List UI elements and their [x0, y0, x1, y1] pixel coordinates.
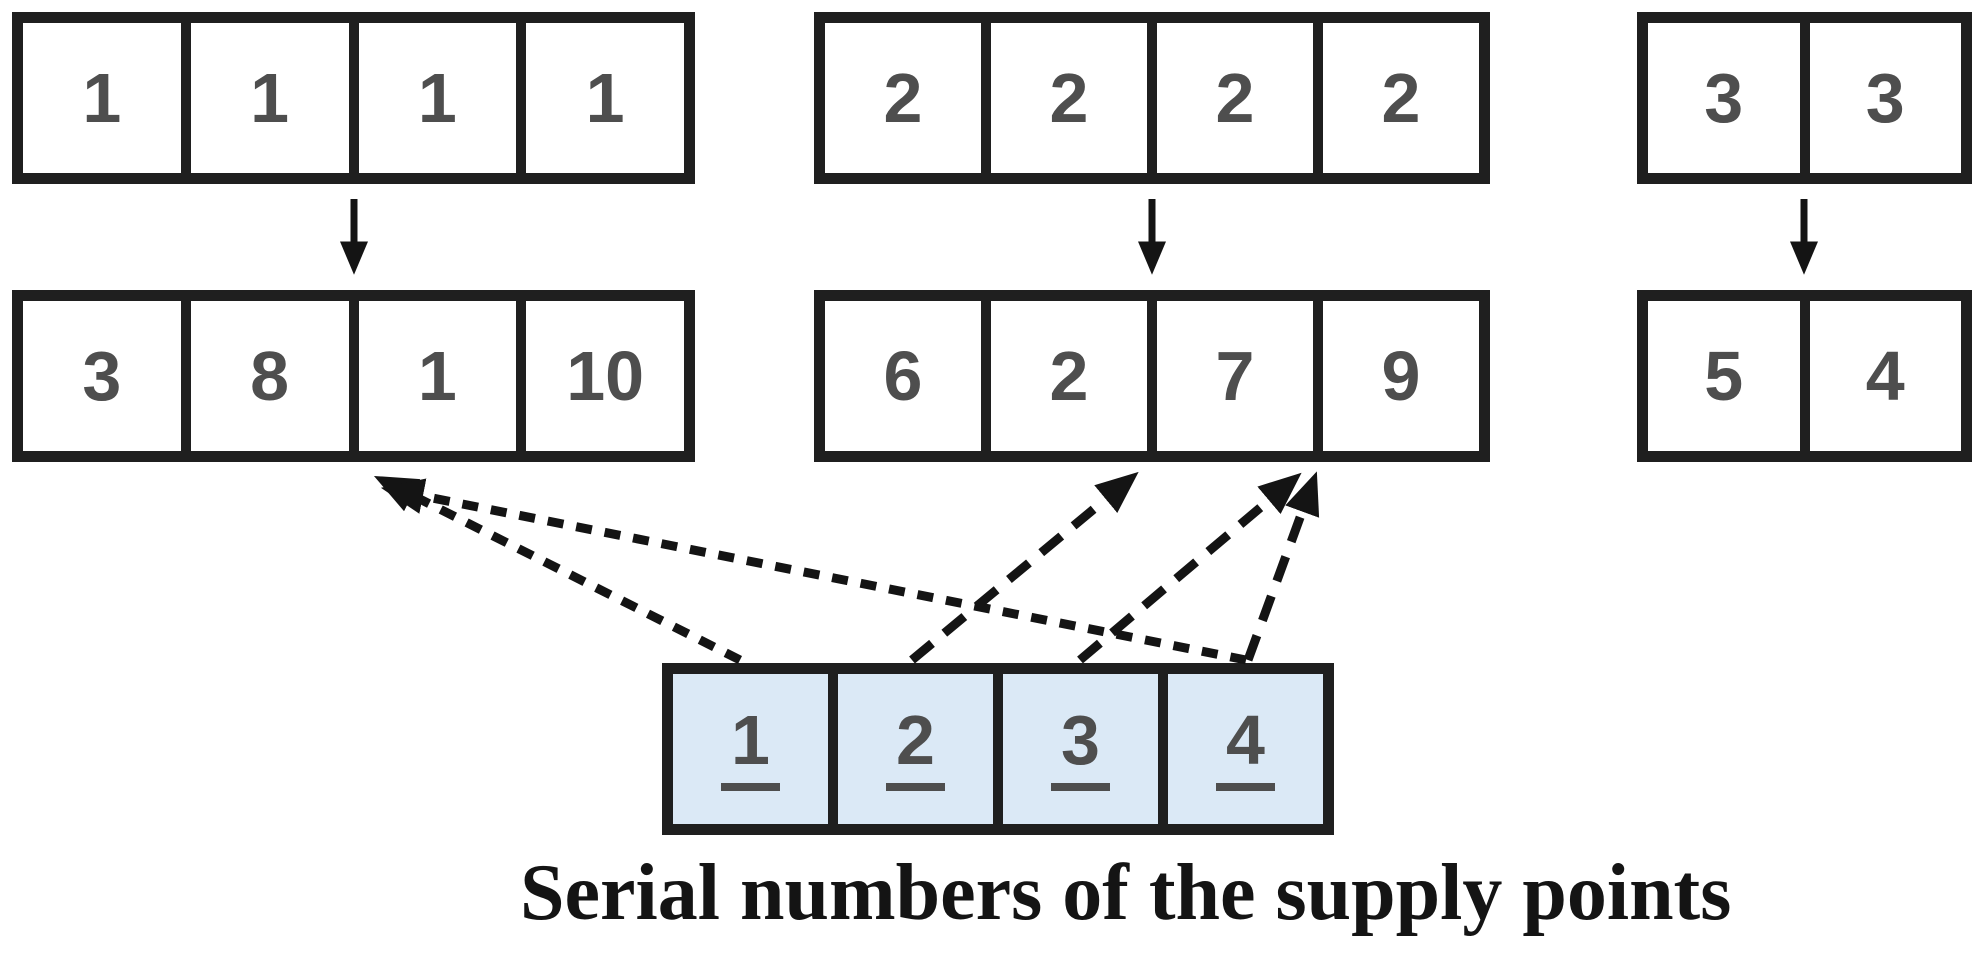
cell: 2 [981, 301, 1147, 451]
cell: 5 [1704, 337, 1744, 415]
cell: 1 [348, 301, 517, 451]
top-row-group-3: 3 3 [1637, 12, 1972, 184]
cell: 2 [1313, 23, 1479, 173]
serial-row: 1 2 3 4 [662, 663, 1334, 835]
cell: 4 [1799, 301, 1962, 451]
serial-number: 3 [1051, 705, 1110, 791]
cell: 1 [348, 23, 517, 173]
cell: 1 [82, 59, 122, 137]
top-row-group-2: 2 2 2 2 [814, 12, 1490, 184]
cell: 2 [883, 59, 923, 137]
cell: 7 [1147, 301, 1313, 451]
cell: 1 [516, 23, 684, 173]
assignment-row-group-2: 6 2 7 9 [814, 290, 1490, 462]
assignment-row-group-1: 3 8 1 10 [12, 290, 695, 462]
cell: 6 [883, 337, 923, 415]
dashed-arrow-serial4-to-group2 [1243, 471, 1320, 662]
cell: 8 [180, 301, 349, 451]
cell: 1 [180, 23, 349, 173]
cell: 2 [1147, 23, 1313, 173]
cell: 3 [1704, 59, 1744, 137]
cell: 2 [981, 23, 1147, 173]
supply-cell: 4 [1158, 674, 1323, 824]
serial-number: 1 [721, 705, 780, 791]
dashed-arrow-serial2-to-group2 [909, 471, 1139, 664]
cell: 9 [1313, 301, 1479, 451]
serial-number: 2 [886, 705, 945, 791]
assignment-row-group-3: 5 4 [1637, 290, 1972, 462]
supply-cell: 1 [673, 674, 828, 824]
top-row-group-1: 1 1 1 1 [12, 12, 695, 184]
cell: 10 [516, 301, 684, 451]
supply-cell: 2 [828, 674, 993, 824]
cell: 3 [1799, 23, 1962, 173]
dashed-arrow-serial1-to-group1 [373, 475, 743, 665]
dashed-arrow-serial4-to-group1 [380, 478, 1247, 665]
cell: 3 [82, 337, 122, 415]
figure-caption: Serial numbers of the supply points [520, 849, 1732, 937]
dashed-arrow-serial3-to-group2 [1077, 472, 1302, 664]
serial-number: 4 [1216, 705, 1275, 791]
supply-cell: 3 [993, 674, 1158, 824]
